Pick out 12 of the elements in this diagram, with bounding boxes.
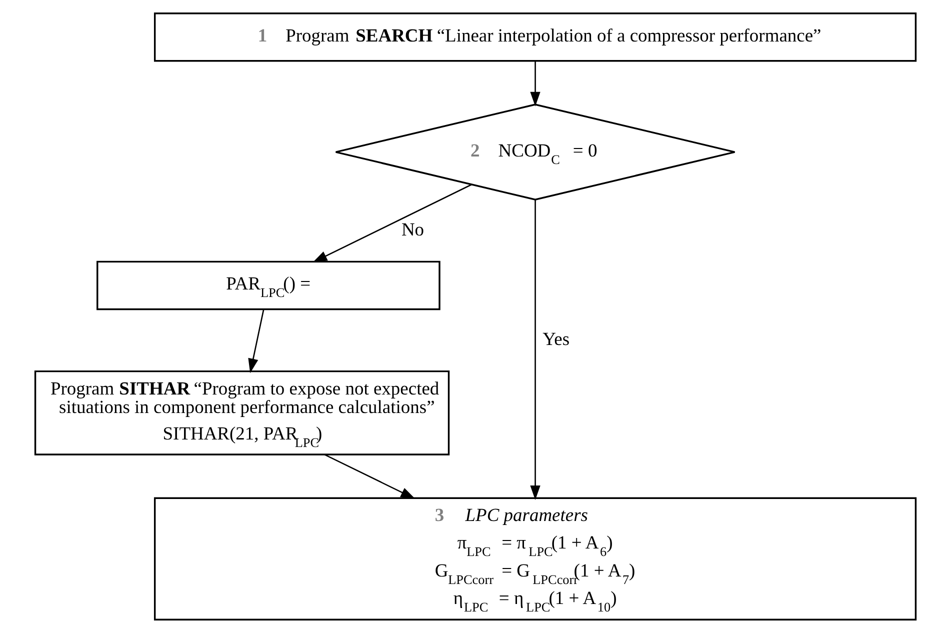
node-box: PAR$_{LPC}$() = (96, 260, 440, 310)
arrow (324, 454, 416, 499)
node-diamond: 2 NCOD$_{C}$ = 0 (334, 104, 736, 200)
node-box: Program SITHAR “Program to expose not expected situations in component performance calculations” SITHAR(21, PAR$_{LPC}$) (34, 370, 450, 456)
edge-label: No (401, 220, 424, 240)
arrow (530, 61, 540, 106)
arrow (530, 200, 540, 500)
arrow (312, 184, 472, 262)
edge-label: Yes (542, 329, 570, 350)
arrow (248, 310, 264, 374)
node-box: 1 Program SEARCH “Linear interpolation of a compressor performance” (154, 12, 917, 62)
node-box: 3 LPC parameters π$_{LPC}$ = π$_{LPC}$(1 + A$_{6}$) G$_{LPCcorr}$ = G$_{LPCcorr}$(1 + A$_{7}$) η$_{LPC}$ = η$_{LPC}$(1 + A$_{10}$) (154, 497, 917, 621)
